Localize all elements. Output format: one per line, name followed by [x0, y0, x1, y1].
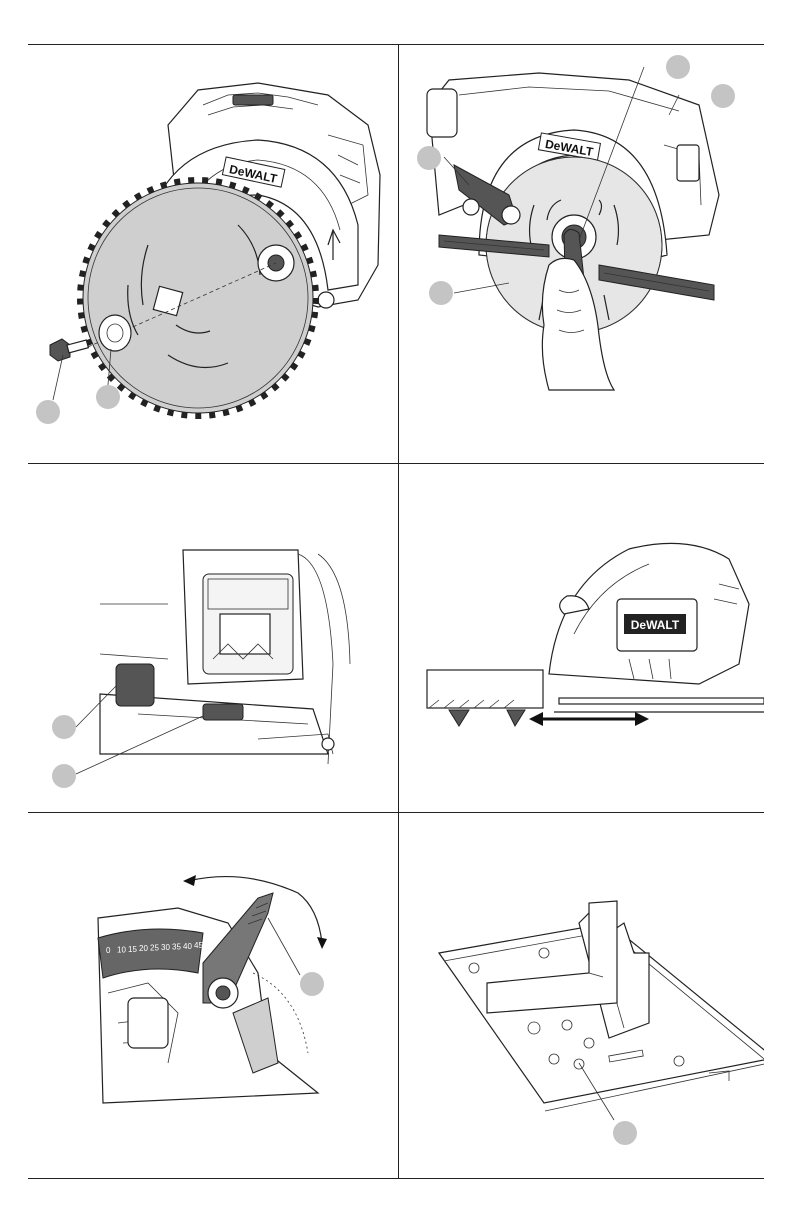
adjust-arrow [529, 712, 649, 726]
callout-wrench [429, 281, 453, 305]
blade-clamping-screw [50, 339, 88, 361]
callout-adjust-screw [613, 1121, 637, 1145]
callout-blade-lock-lever [417, 146, 441, 170]
callout-depth-lever [52, 715, 76, 739]
callout-rail-lock [52, 764, 76, 788]
bevel-mark: 35 [172, 942, 181, 951]
bevel-mark: 0 [106, 946, 111, 955]
callout-guard-lever [711, 84, 735, 108]
bevel-mark: 20 [139, 944, 148, 953]
callout-blade-screw [36, 400, 60, 424]
saw-side: DeWALT [549, 543, 749, 684]
bevel-mark: 45 [194, 941, 203, 950]
callout-outer-washer [96, 385, 120, 409]
figure-blade-install: DeWALT [28, 45, 398, 463]
figure-battery-base [28, 464, 398, 812]
bottom-rule [28, 1178, 764, 1179]
bevel-mark: 30 [161, 943, 170, 952]
bevel-mark: 10 [117, 945, 126, 954]
outer-washer [99, 315, 131, 351]
bevel-mark: 15 [128, 945, 137, 954]
figure-blade-wrench: DeWALT [399, 45, 764, 463]
brand-logo-3: DeWALT [631, 618, 680, 632]
callout-spindle-lock [666, 55, 690, 79]
figure-rail-guide: DeWALT [399, 464, 764, 812]
bevel-mark: 40 [183, 942, 192, 951]
callout-bevel-lever [300, 972, 324, 996]
figure-shoe-square [399, 813, 764, 1178]
bevel-mark: 25 [150, 944, 159, 953]
